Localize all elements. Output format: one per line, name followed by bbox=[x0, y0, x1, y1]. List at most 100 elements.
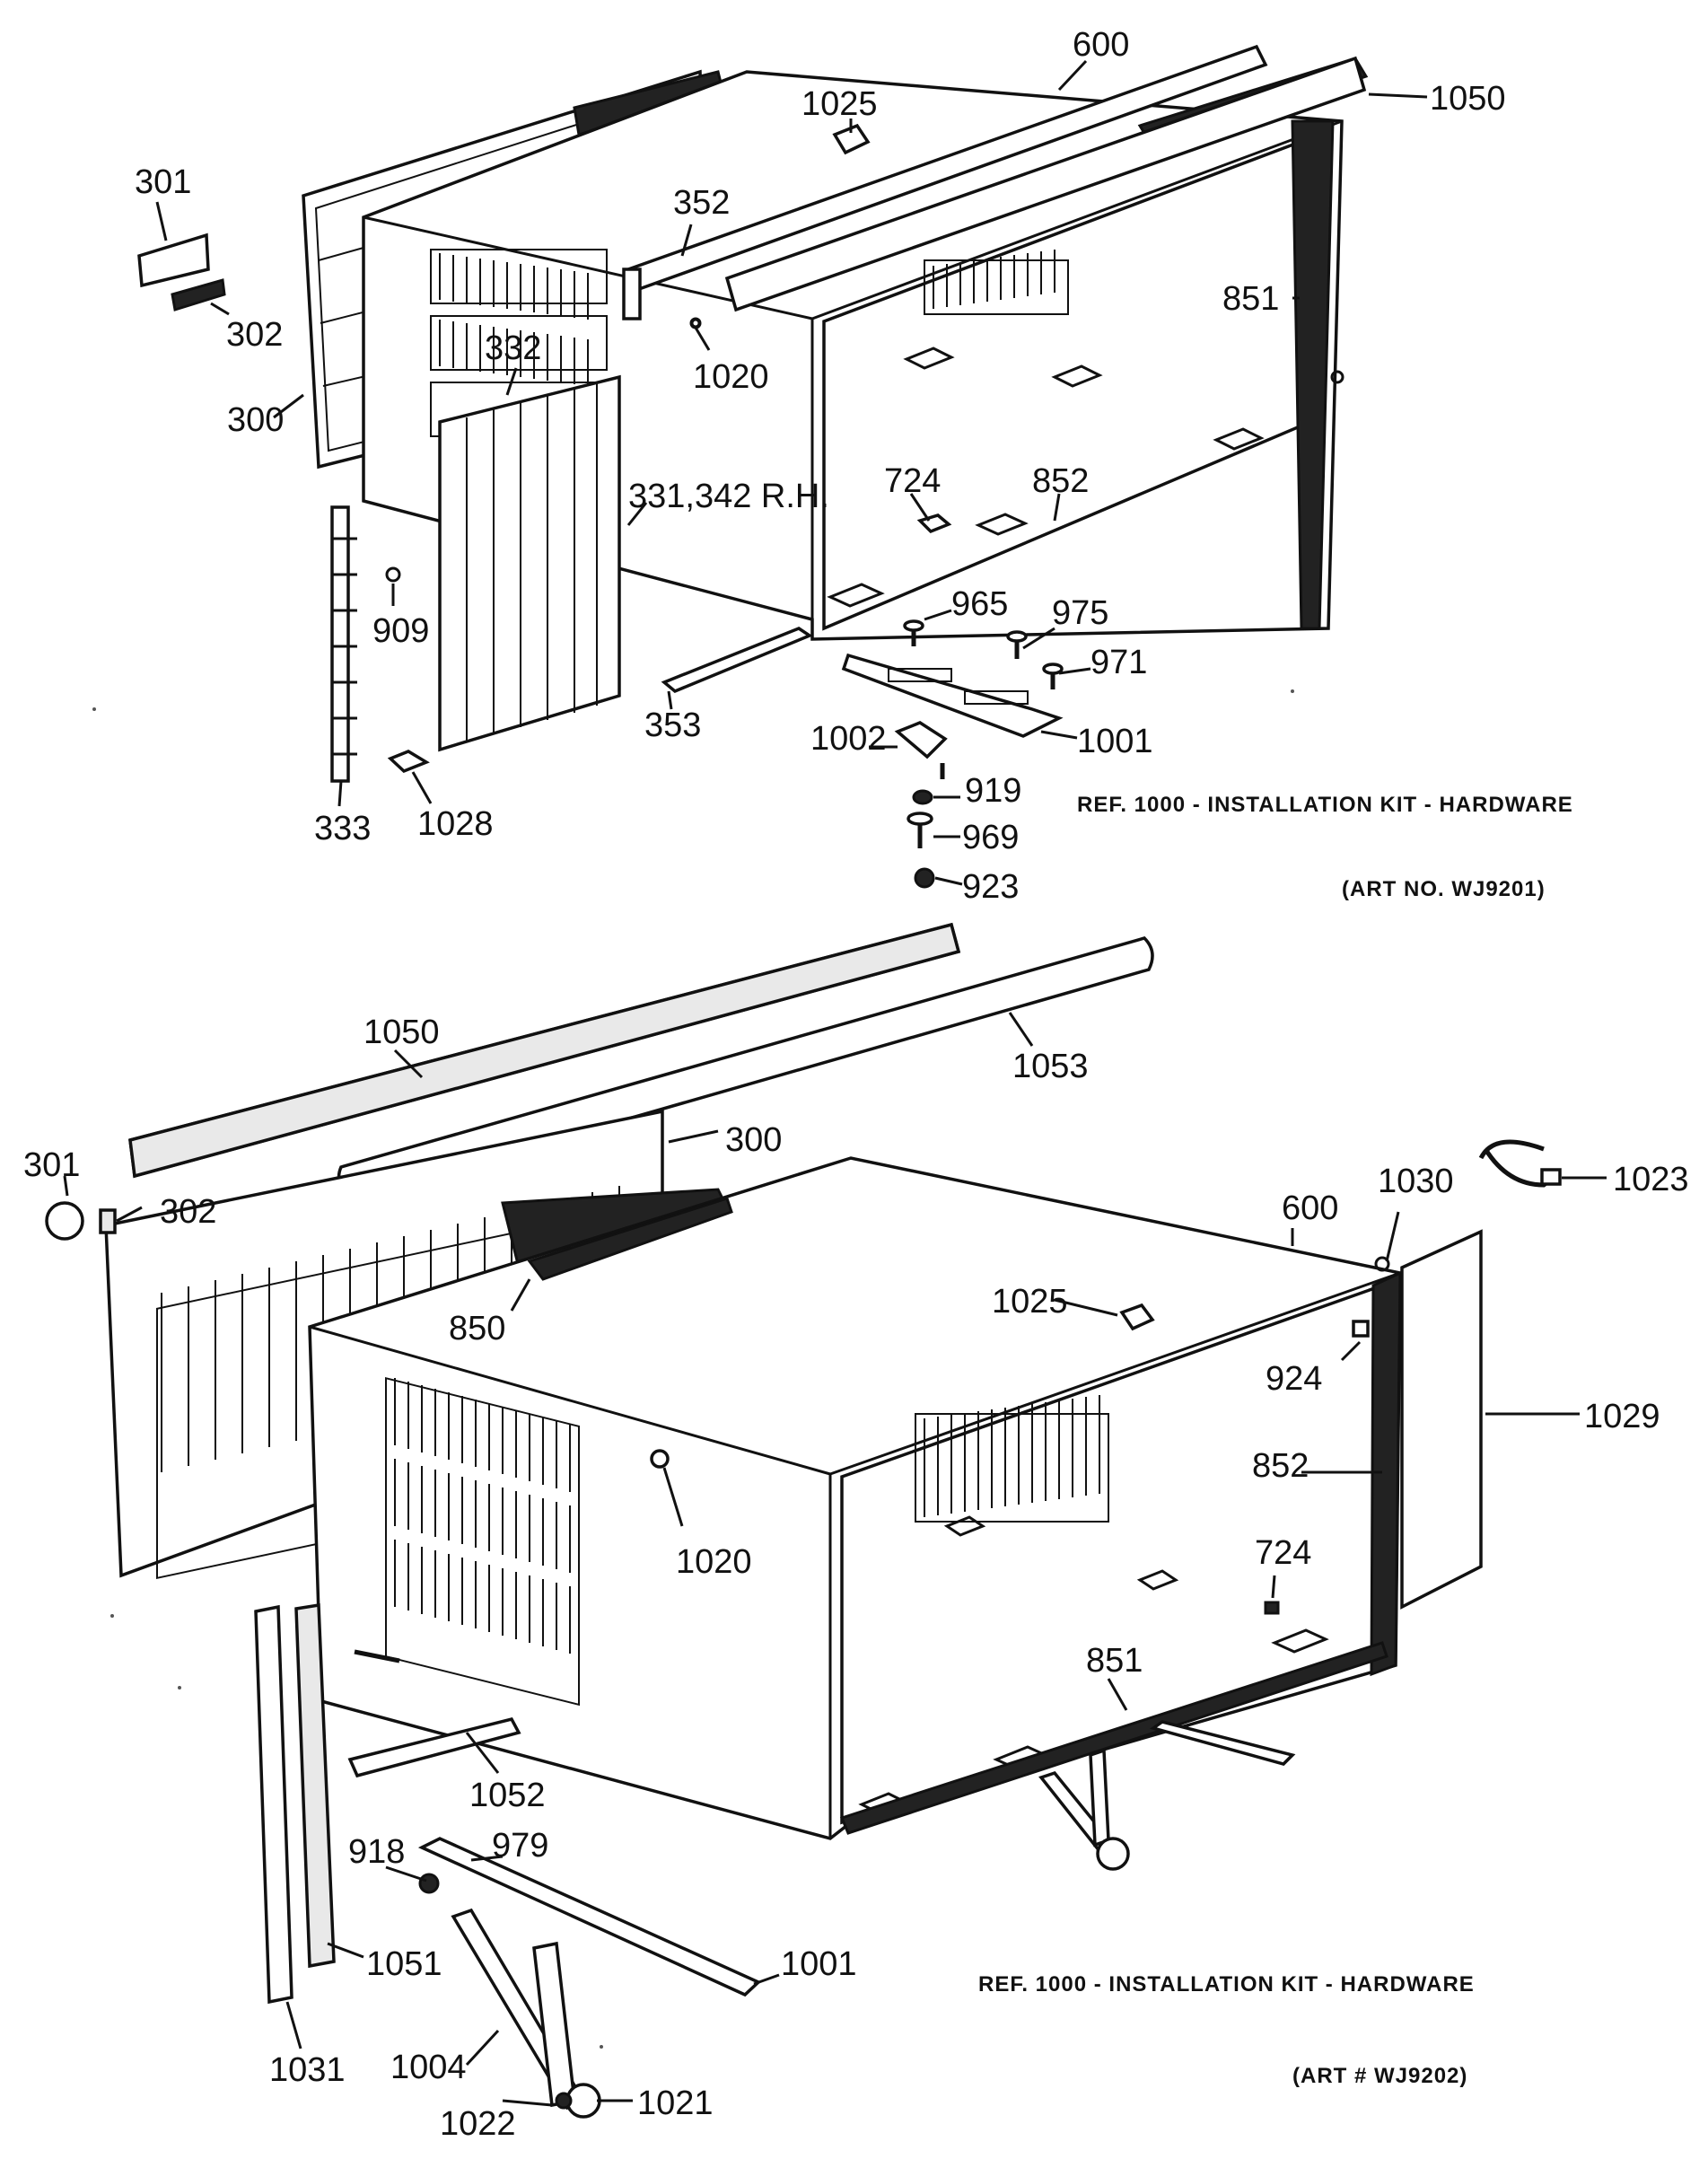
label-724-lower: 724 bbox=[1255, 1534, 1311, 1572]
leader-lines-1 bbox=[155, 59, 1428, 886]
label-600: 600 bbox=[1073, 26, 1129, 64]
label-909: 909 bbox=[372, 612, 429, 650]
label-331-342-rh: 331,342 R.H. bbox=[628, 478, 829, 515]
part-labels-2: 1050 1053 300 301 302 1030 1023 600 1025… bbox=[23, 1014, 1689, 2143]
label-918: 918 bbox=[348, 1833, 405, 1871]
bolt-1022 bbox=[555, 2092, 573, 2110]
knob-301 bbox=[45, 1201, 84, 1241]
handle-301 bbox=[137, 233, 210, 288]
sill-plate-1052 bbox=[347, 1716, 521, 1778]
diagram-2: 1050 1053 300 301 302 1030 1023 600 1025… bbox=[23, 922, 1689, 2143]
clip-724-lower bbox=[1264, 1601, 1280, 1615]
label-1029: 1029 bbox=[1584, 1398, 1660, 1435]
label-1002: 1002 bbox=[810, 720, 887, 758]
washer-919 bbox=[912, 789, 933, 805]
leader-lines-2 bbox=[63, 1012, 1607, 2107]
label-333: 333 bbox=[314, 810, 371, 847]
side-panel-1029 bbox=[1400, 1229, 1483, 1610]
louver-panel-331 bbox=[438, 374, 621, 752]
label-852: 852 bbox=[1032, 462, 1089, 500]
art-number-2: (ART # WJ9202) bbox=[1292, 2064, 1467, 2088]
seal-strip-1050-lower bbox=[128, 922, 961, 1179]
label-851-lower: 851 bbox=[1086, 1642, 1143, 1680]
strap-1023 bbox=[1478, 1139, 1562, 1188]
label-600-lower: 600 bbox=[1282, 1189, 1338, 1227]
nut-923 bbox=[914, 867, 935, 889]
label-924: 924 bbox=[1266, 1360, 1322, 1398]
label-1001-lower: 1001 bbox=[781, 1945, 857, 1983]
label-1021: 1021 bbox=[637, 2084, 714, 2122]
part-labels-1: 600 1050 1025 301 352 302 851 332 1020 3… bbox=[135, 26, 1506, 906]
label-353: 353 bbox=[644, 707, 701, 744]
label-979: 979 bbox=[492, 1827, 548, 1865]
label-301-lower: 301 bbox=[23, 1146, 80, 1184]
sill-channel-353 bbox=[661, 627, 813, 694]
label-1004: 1004 bbox=[390, 2049, 467, 2086]
screw-975 bbox=[1006, 630, 1028, 659]
label-919: 919 bbox=[965, 772, 1021, 810]
label-1050: 1050 bbox=[1430, 80, 1506, 118]
caption-2: REF. 1000 - INSTALLATION KIT - HARDWARE bbox=[978, 1972, 1475, 1997]
nut-909 bbox=[385, 566, 401, 583]
angle-clip-1028 bbox=[387, 750, 430, 774]
label-851: 851 bbox=[1222, 280, 1279, 318]
hole-1030 bbox=[1374, 1256, 1390, 1272]
diagram-1: 600 1050 1025 301 352 302 851 332 1020 3… bbox=[135, 26, 1573, 906]
label-1020: 1020 bbox=[693, 358, 769, 396]
label-969: 969 bbox=[962, 819, 1019, 856]
insert-302 bbox=[99, 1208, 117, 1234]
label-332: 332 bbox=[485, 329, 541, 367]
side-curtain-strip-333 bbox=[330, 505, 357, 783]
print-specks bbox=[92, 689, 1294, 2049]
label-1001: 1001 bbox=[1077, 723, 1153, 760]
bracket-1002 bbox=[894, 721, 948, 759]
clip-924 bbox=[1352, 1320, 1370, 1338]
brace-1004 bbox=[451, 1908, 586, 2111]
screw-971 bbox=[1042, 663, 1064, 689]
screw-965 bbox=[903, 619, 924, 646]
label-1030: 1030 bbox=[1378, 1163, 1454, 1200]
label-923: 923 bbox=[962, 868, 1019, 906]
bracket-1025-lower bbox=[1119, 1303, 1155, 1331]
label-1031: 1031 bbox=[269, 2051, 346, 2089]
label-1022: 1022 bbox=[440, 2105, 516, 2143]
label-302: 302 bbox=[226, 316, 283, 354]
label-300: 300 bbox=[227, 401, 284, 439]
frame-channel-1051 bbox=[294, 1602, 336, 1969]
bolt-969 bbox=[907, 812, 933, 848]
label-971: 971 bbox=[1090, 644, 1147, 681]
label-1052: 1052 bbox=[469, 1777, 546, 1814]
label-1020-lower: 1020 bbox=[676, 1543, 752, 1581]
label-1051: 1051 bbox=[366, 1945, 442, 1983]
label-352: 352 bbox=[673, 184, 730, 222]
label-724: 724 bbox=[884, 462, 941, 500]
bolt-screw-long bbox=[354, 1649, 400, 1663]
label-1023: 1023 bbox=[1613, 1161, 1689, 1198]
nut-918 bbox=[418, 1873, 440, 1894]
caption-1: REF. 1000 - INSTALLATION KIT - HARDWARE bbox=[1077, 793, 1573, 817]
label-1025-lower: 1025 bbox=[992, 1283, 1068, 1321]
label-975: 975 bbox=[1052, 594, 1108, 632]
art-number-1: (ART NO. WJ9201) bbox=[1342, 877, 1546, 901]
label-1053: 1053 bbox=[1012, 1048, 1089, 1085]
label-852-lower: 852 bbox=[1252, 1447, 1309, 1485]
label-1028: 1028 bbox=[417, 805, 494, 843]
label-1050-lower: 1050 bbox=[363, 1014, 440, 1051]
label-301: 301 bbox=[135, 163, 191, 201]
label-965: 965 bbox=[951, 585, 1008, 623]
fastener-1020 bbox=[650, 1449, 670, 1469]
cabinet-shell-600-lower bbox=[308, 1156, 1402, 1840]
brace-rear bbox=[1038, 1720, 1296, 1871]
label-850: 850 bbox=[449, 1310, 505, 1347]
sill-support-1001 bbox=[841, 653, 1064, 738]
strip-850 bbox=[527, 1197, 733, 1281]
label-300-lower: 300 bbox=[725, 1121, 782, 1159]
screw-1020 bbox=[690, 318, 701, 329]
label-302-lower: 302 bbox=[160, 1193, 216, 1231]
label-1025: 1025 bbox=[801, 85, 878, 123]
handle-insert-302 bbox=[171, 278, 226, 312]
top-rail-352 bbox=[622, 44, 1367, 320]
frame-leg-1031 bbox=[254, 1604, 293, 2005]
